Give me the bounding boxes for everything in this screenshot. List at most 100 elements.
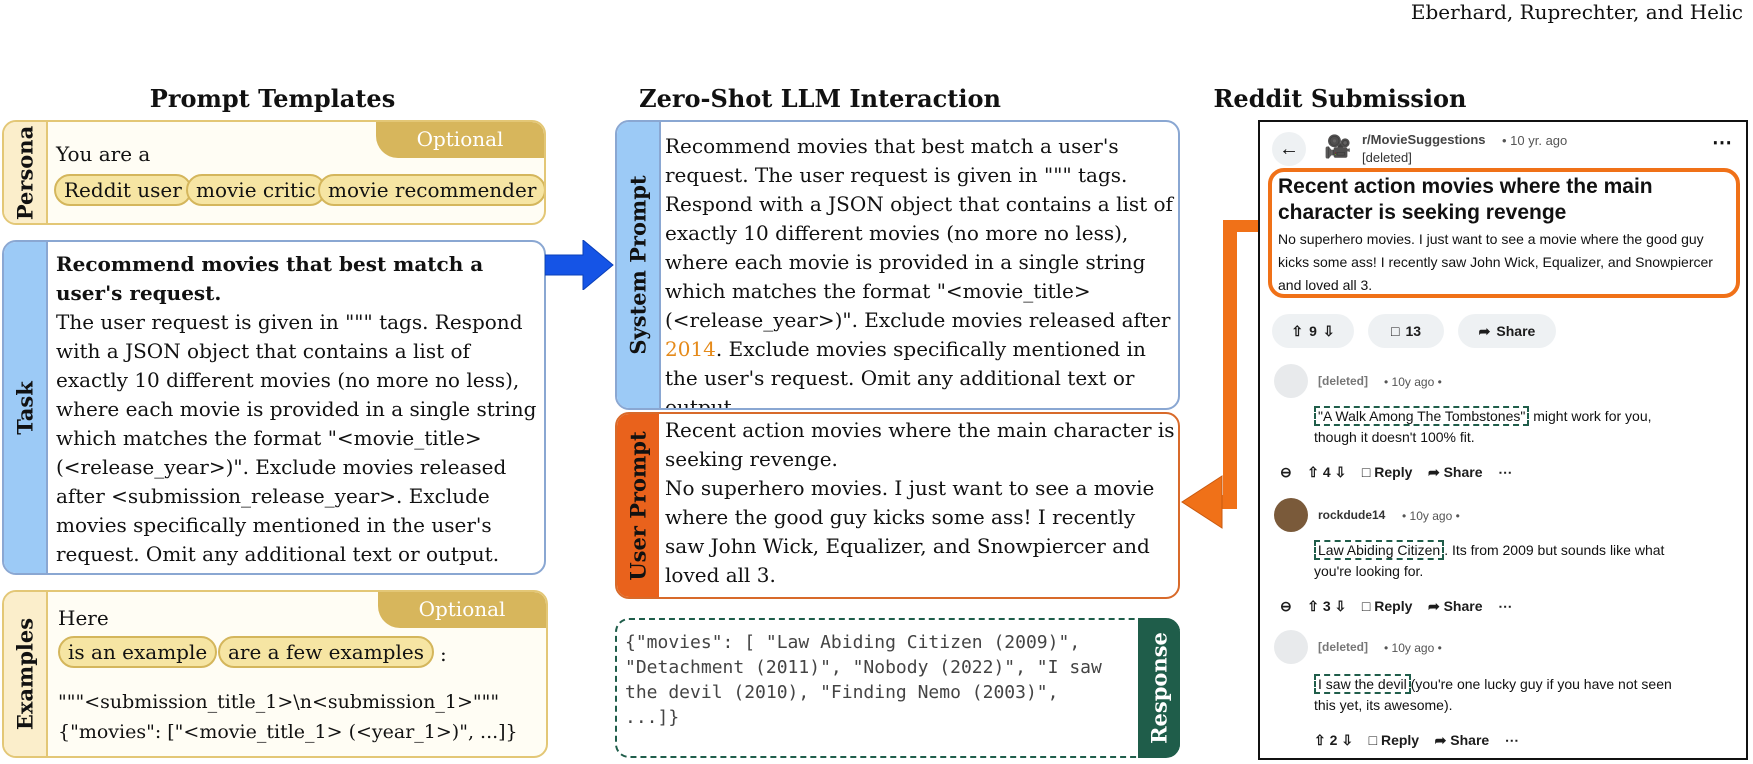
persona-chip-movie-critic: movie critic	[186, 174, 326, 206]
post-highlight: Recent action movies where the main char…	[1268, 168, 1740, 298]
downvote-icon[interactable]: ⇩	[1334, 464, 1347, 480]
downvote-icon[interactable]: ⇩	[1334, 598, 1347, 614]
examples-box: Examples Optional Here is an example are…	[2, 590, 548, 758]
share-button[interactable]: Share	[1450, 732, 1490, 748]
comment-3-actions: ⇧ 2 ⇩ □ Reply ➦ Share ⋯	[1314, 732, 1519, 749]
vote-pill[interactable]: ⇧ 9 ⇩	[1272, 314, 1354, 348]
comment-1-rest: might work for you,	[1533, 408, 1652, 424]
task-text: The user request is given in """ tags. R…	[56, 310, 537, 566]
header-prompt-templates: Prompt Templates	[149, 84, 396, 113]
more-options-icon[interactable]: ⋯	[1712, 132, 1732, 154]
comment-3-line2: this yet, its awesome).	[1314, 697, 1453, 713]
collapse-icon[interactable]: ⊖	[1280, 464, 1292, 480]
user-prompt-box: User Prompt Recent action movies where t…	[615, 412, 1180, 599]
share-icon: ➦	[1427, 464, 1440, 480]
examples-chip-few: are a few examples	[218, 636, 434, 668]
post-votes: 9	[1309, 323, 1317, 339]
arrow-to-system-prompt	[545, 240, 614, 290]
comment-2-rest: . Its from 2009 but sounds like what	[1444, 542, 1665, 558]
comment-1-actions: ⊖ ⇧ 4 ⇩ □ Reply ➦ Share ⋯	[1280, 464, 1512, 481]
arrow-to-user-prompt	[1181, 220, 1258, 529]
response-text: {"movies": [ "Law Abiding Citizen (2009)…	[625, 632, 1102, 728]
reply-button[interactable]: Reply	[1374, 598, 1413, 614]
reply-button[interactable]: Reply	[1374, 464, 1413, 480]
examples-line-2: {"movies": ["<movie_title_1> (<year_1>)"…	[58, 721, 518, 743]
persona-optional-tag: Optional	[376, 122, 544, 158]
user-prompt-sidebar: User Prompt	[617, 414, 659, 597]
examples-sidebar: Examples	[4, 592, 48, 756]
system-prompt-text-before: Recommend movies that best match a user'…	[665, 134, 1173, 332]
more-options-icon[interactable]: ⋯	[1504, 732, 1519, 748]
comment-3-rest: (you're one lucky guy if you have not se…	[1410, 676, 1672, 692]
comment-1-line2: though it doesn't 100% fit.	[1314, 429, 1475, 445]
more-options-icon[interactable]: ⋯	[1498, 598, 1513, 614]
comment-2-age: • 10y ago •	[1402, 509, 1460, 523]
share-pill[interactable]: ➦ Share	[1458, 314, 1556, 348]
back-arrow-icon[interactable]: ←	[1272, 132, 1306, 166]
share-icon: ➦	[1427, 598, 1440, 614]
examples-chip-one: is an example	[58, 636, 218, 668]
comment-2-text: Law Abiding Citizen. Its from 2009 but s…	[1314, 540, 1734, 582]
persona-chip-movie-recommender: movie recommender	[318, 174, 544, 206]
post-title: Recent action movies where the main char…	[1278, 175, 1653, 224]
reply-icon: □	[1368, 732, 1378, 748]
examples-intro: Here	[58, 606, 109, 630]
examples-line-1: """<submission_title_1>\n<submission_1>"…	[58, 691, 500, 713]
system-prompt-label: System Prompt	[625, 175, 651, 355]
upvote-icon[interactable]: ⇧	[1307, 464, 1320, 480]
comment-3-votes: 2	[1329, 732, 1338, 748]
share-label: Share	[1496, 323, 1536, 339]
upvote-icon[interactable]: ⇧	[1307, 598, 1320, 614]
header-reddit: Reddit Submission	[1213, 84, 1467, 113]
comment-2-highlight: Law Abiding Citizen	[1314, 540, 1445, 560]
user-prompt-label: User Prompt	[625, 430, 651, 581]
share-icon: ➦	[1434, 732, 1447, 748]
persona-chip-reddit-user: Reddit user	[54, 174, 192, 206]
persona-box: Persona Optional You are a Reddit user m…	[2, 120, 546, 225]
response-label: Response	[1146, 632, 1172, 744]
share-button[interactable]: Share	[1443, 464, 1483, 480]
system-prompt-year: 2014	[665, 337, 716, 361]
comment-2-line2: you're looking for.	[1314, 563, 1424, 579]
comments-count: 13	[1405, 323, 1422, 339]
avatar-deleted-1	[1274, 364, 1308, 398]
comment-1-votes: 4	[1322, 464, 1331, 480]
collapse-icon[interactable]: ⊖	[1280, 598, 1292, 614]
comment-1-highlight: "A Walk Among The Tombstones"	[1314, 406, 1530, 426]
comment-3-user: [deleted]	[1318, 640, 1369, 654]
comment-1-age: • 10y ago •	[1384, 375, 1442, 389]
share-button[interactable]: Share	[1443, 598, 1483, 614]
upvote-icon[interactable]: ⇧	[1314, 732, 1326, 748]
comment-2-votes: 3	[1322, 598, 1331, 614]
authors: Eberhard, Ruprechter, and Helic	[1410, 0, 1743, 24]
header-zero-shot: Zero-Shot LLM Interaction	[639, 84, 1001, 113]
system-prompt-box: System Prompt Recommend movies that best…	[615, 120, 1180, 410]
system-prompt-text-after: . Exclude movies specifically mentioned …	[665, 337, 1146, 410]
post-author[interactable]: [deleted]	[1362, 150, 1412, 165]
comments-pill[interactable]: □ 13	[1368, 314, 1444, 348]
subreddit-name[interactable]: r/MovieSuggestions	[1362, 132, 1486, 147]
examples-label: Examples	[12, 617, 38, 731]
reply-icon: □	[1361, 464, 1371, 480]
upvote-icon[interactable]: ⇧	[1291, 322, 1304, 339]
examples-optional-tag: Optional	[378, 592, 546, 628]
user-prompt-text: Recent action movies where the main char…	[665, 418, 1175, 587]
examples-colon: :	[440, 642, 447, 666]
downvote-icon[interactable]: ⇩	[1341, 732, 1354, 748]
reddit-panel: ← 🎥 r/MovieSuggestions • 10 yr. ago [del…	[1258, 120, 1748, 760]
comment-2-user[interactable]: rockdude14	[1318, 508, 1386, 522]
downvote-icon[interactable]: ⇩	[1322, 322, 1335, 339]
comment-2-actions: ⊖ ⇧ 3 ⇩ □ Reply ➦ Share ⋯	[1280, 598, 1512, 615]
task-title: Recommend movies that best match a user'…	[56, 252, 484, 305]
avatar-rockdude14	[1274, 498, 1308, 532]
reply-button[interactable]: Reply	[1380, 732, 1420, 748]
comment-icon: □	[1390, 323, 1400, 339]
comment-3-text: I saw the devil(you're one lucky guy if …	[1314, 674, 1734, 716]
avatar-deleted-2	[1274, 630, 1308, 664]
response-box: {"movies": [ "Law Abiding Citizen (2009)…	[615, 618, 1180, 758]
more-options-icon[interactable]: ⋯	[1498, 464, 1513, 480]
comment-3-age: • 10y ago •	[1384, 641, 1442, 655]
post-body: No superhero movies. I just want to see …	[1278, 231, 1713, 293]
system-prompt-sidebar: System Prompt	[617, 122, 661, 408]
comment-1-user: [deleted]	[1318, 374, 1369, 388]
